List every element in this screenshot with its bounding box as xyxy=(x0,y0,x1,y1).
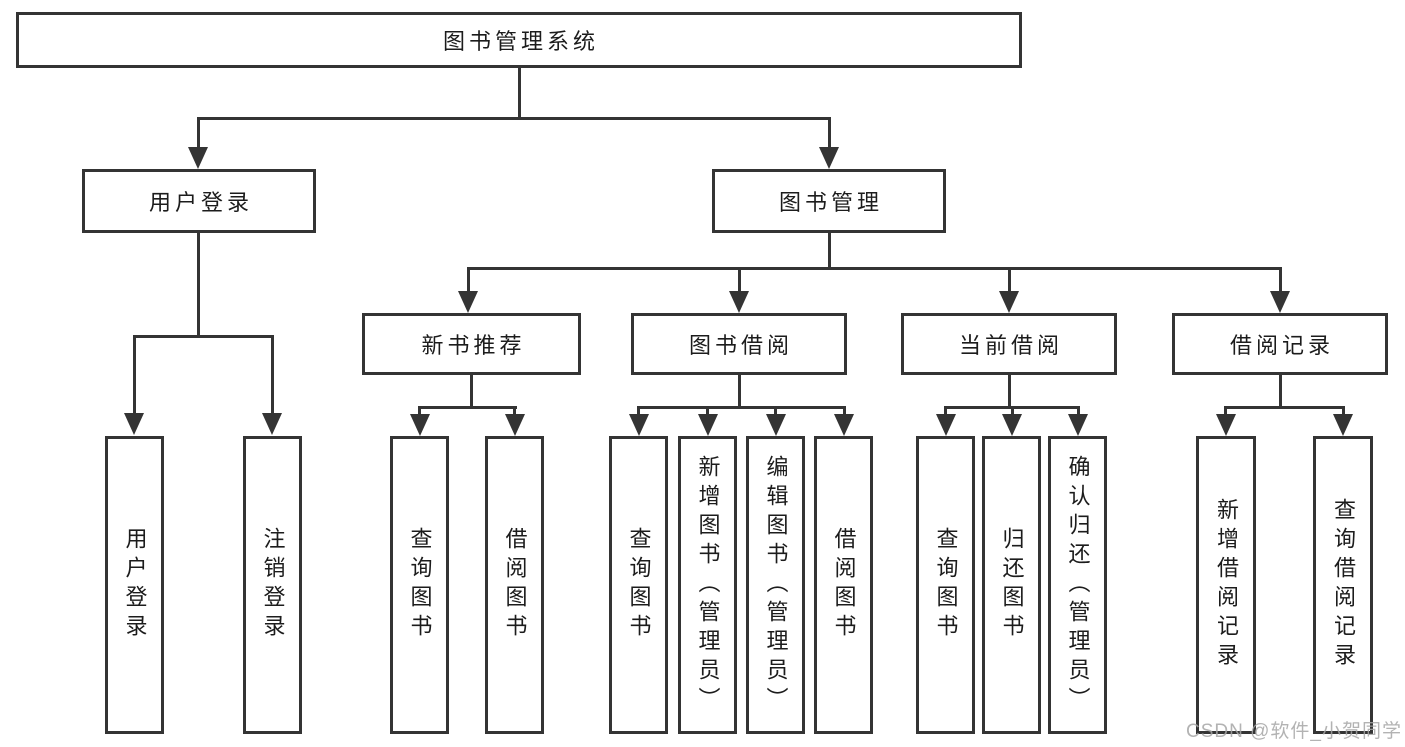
arrowhead-icon xyxy=(766,414,786,436)
node-book-management: 图书管理 xyxy=(712,169,946,233)
connector-line xyxy=(706,406,709,418)
arrowhead-icon xyxy=(936,414,956,436)
connector-line xyxy=(637,406,640,418)
leaf-newbooks-query: 查询图书 xyxy=(390,436,449,734)
arrowhead-icon xyxy=(262,413,282,435)
node-root-system: 图书管理系统 xyxy=(16,12,1022,68)
arrowhead-icon xyxy=(1270,291,1290,313)
leaf-current-return: 归还图书 xyxy=(982,436,1041,734)
leaf-current-query: 查询图书 xyxy=(916,436,975,734)
connector-line xyxy=(467,267,1282,270)
leaf-borrow-add-admin: 新增图书（管理员） xyxy=(678,436,737,734)
arrowhead-icon xyxy=(1002,414,1022,436)
arrowhead-icon xyxy=(1333,414,1353,436)
connector-line xyxy=(1279,375,1282,409)
connector-line xyxy=(1077,406,1080,418)
connector-line xyxy=(467,267,470,293)
connector-line xyxy=(197,117,831,120)
csdn-watermark: CSDN @软件_小贺同学 xyxy=(1186,721,1402,742)
leaf-records-query: 查询借阅记录 xyxy=(1313,436,1373,734)
connector-line xyxy=(774,406,777,418)
connector-line xyxy=(418,406,517,409)
connector-line xyxy=(738,375,741,409)
connector-line xyxy=(944,406,947,418)
connector-line xyxy=(1279,267,1282,293)
connector-line xyxy=(738,267,741,293)
arrowhead-icon xyxy=(410,414,430,436)
arrowhead-icon xyxy=(1068,414,1088,436)
connector-line xyxy=(197,233,200,338)
leaf-logout: 注销登录 xyxy=(243,436,302,734)
node-new-book-recommend: 新书推荐 xyxy=(362,313,581,375)
leaf-borrow-borrow: 借阅图书 xyxy=(814,436,873,734)
connector-line xyxy=(843,406,846,418)
connector-line xyxy=(271,335,274,415)
arrowhead-icon xyxy=(188,147,208,169)
connector-line xyxy=(513,406,516,418)
connector-line xyxy=(1008,267,1011,293)
leaf-borrow-query: 查询图书 xyxy=(609,436,668,734)
leaf-borrow-edit-admin: 编辑图书（管理员） xyxy=(746,436,805,734)
connector-line xyxy=(1008,375,1011,409)
connector-line xyxy=(1011,406,1014,418)
connector-line xyxy=(828,117,831,150)
connector-line xyxy=(1224,406,1345,409)
connector-line xyxy=(518,68,521,119)
node-user-login: 用户登录 xyxy=(82,169,316,233)
node-book-borrow: 图书借阅 xyxy=(631,313,847,375)
connector-line xyxy=(1342,406,1345,418)
arrowhead-icon xyxy=(834,414,854,436)
connector-line xyxy=(133,335,274,338)
connector-line xyxy=(828,233,831,270)
leaf-user-login: 用户登录 xyxy=(105,436,164,734)
leaf-current-confirm-admin: 确认归还（管理员） xyxy=(1048,436,1107,734)
connector-line xyxy=(1224,406,1227,418)
arrowhead-icon xyxy=(729,291,749,313)
arrowhead-icon xyxy=(458,291,478,313)
connector-line xyxy=(418,406,421,418)
arrowhead-icon xyxy=(124,413,144,435)
arrowhead-icon xyxy=(629,414,649,436)
connector-line xyxy=(197,117,200,150)
connector-line xyxy=(637,406,846,409)
arrowhead-icon xyxy=(819,147,839,169)
leaf-records-add: 新增借阅记录 xyxy=(1196,436,1256,734)
node-current-borrow: 当前借阅 xyxy=(901,313,1117,375)
connector-line xyxy=(470,375,473,409)
arrowhead-icon xyxy=(505,414,525,436)
connector-line xyxy=(133,335,136,415)
node-borrow-records: 借阅记录 xyxy=(1172,313,1388,375)
leaf-newbooks-borrow: 借阅图书 xyxy=(485,436,544,734)
arrowhead-icon xyxy=(1216,414,1236,436)
arrowhead-icon xyxy=(999,291,1019,313)
arrowhead-icon xyxy=(698,414,718,436)
